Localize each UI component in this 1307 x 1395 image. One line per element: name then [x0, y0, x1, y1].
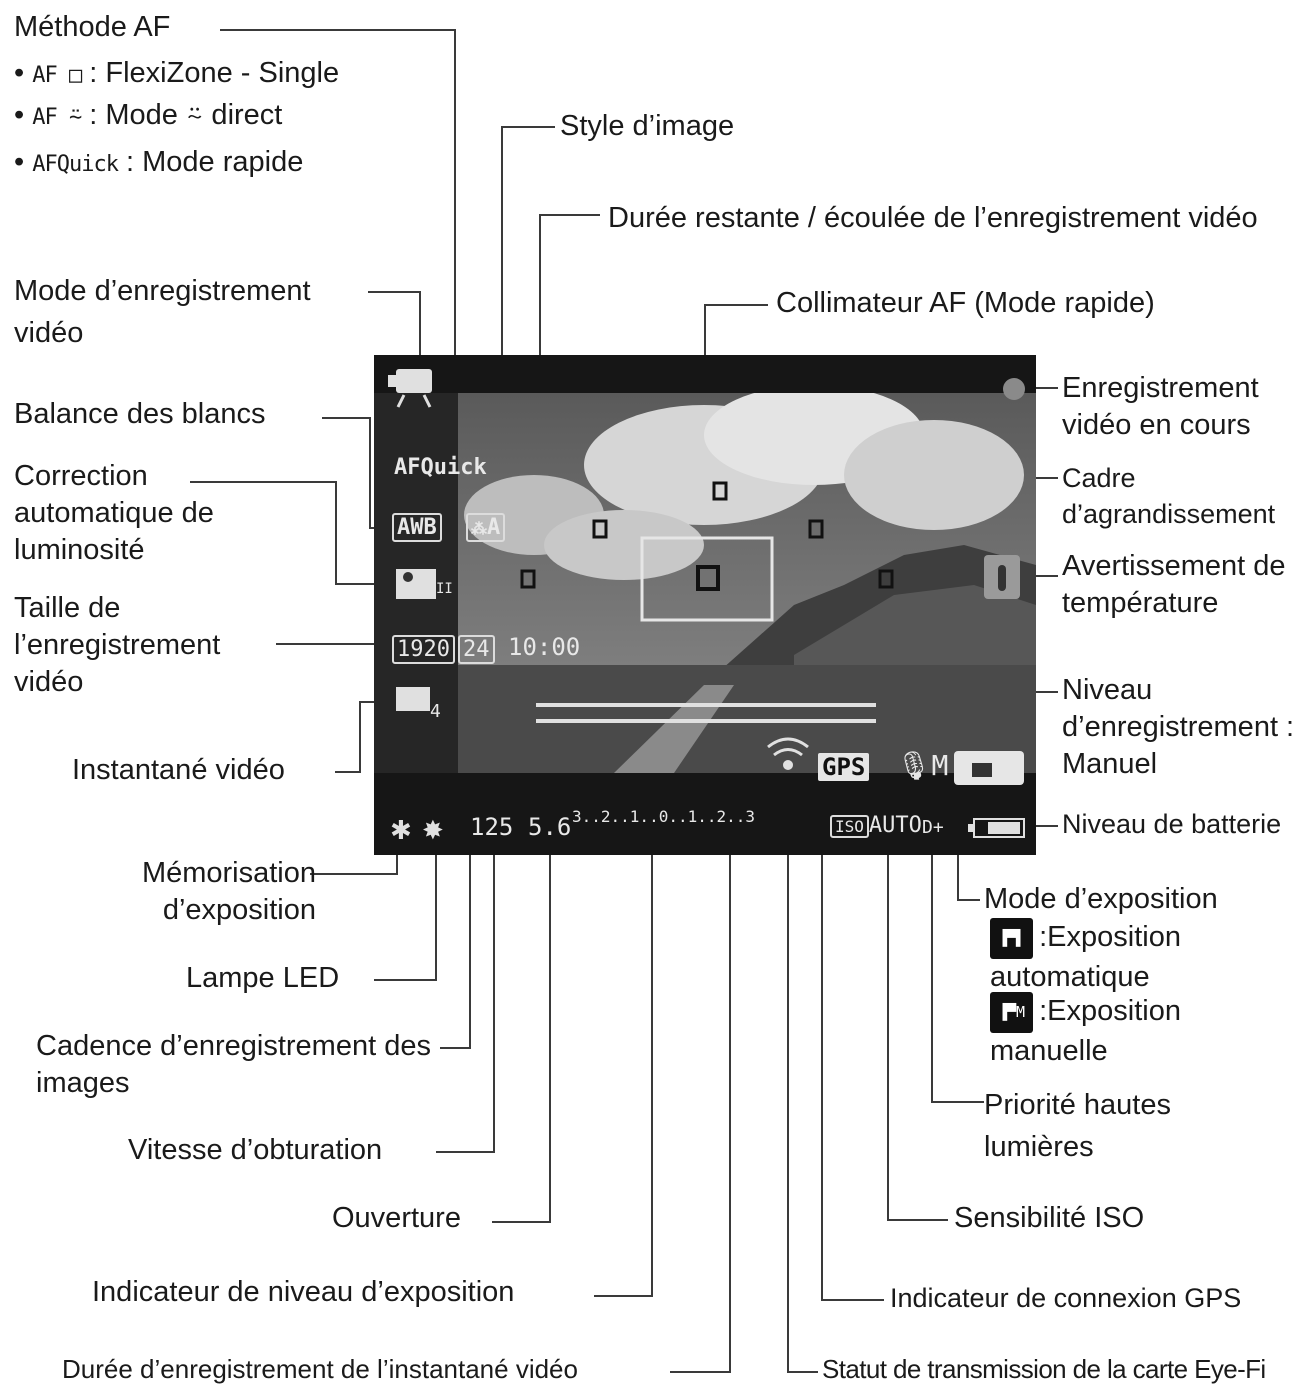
label-white-balance: Balance des blancs — [14, 398, 266, 430]
lcd-size: 1920 — [392, 635, 455, 664]
lcd-picture-style: ⁂A — [466, 513, 506, 542]
label-eyefi: Statut de transmission de la carte Eye-F… — [822, 1354, 1266, 1384]
label-exposure-manual: ▐▀M:Exposition manuelle — [990, 992, 1290, 1070]
label-led: Lampe LED — [186, 962, 340, 994]
auto-exposure-icon: ▐▀▌ — [990, 918, 1034, 959]
lcd-aperture: 5.6 — [528, 813, 572, 841]
line-movie-mode — [368, 291, 421, 380]
label-remaining-time: Durée restante / écoulée de l’enregistre… — [608, 202, 1258, 234]
scene-image: ✱ ✸ — [374, 355, 1036, 855]
label-alo: Correction automatique de luminosité — [14, 460, 214, 566]
line-af-method — [220, 29, 456, 470]
lcd-fps: 24 — [458, 635, 495, 664]
lcd-mic: 🎙M — [896, 749, 948, 782]
lcd-shutter: 125 — [470, 813, 514, 841]
label-picture-style: Style d’image — [560, 110, 735, 142]
live-view-screen: ✱ ✸ AFQuick AWB ⁂A II 1920 24 10:00 4 GP… — [374, 355, 1036, 855]
label-af-item-3: • AFQuick : Mode rapide — [14, 146, 304, 178]
lcd-awb: AWB — [392, 513, 442, 542]
label-iso: Sensibilité ISO — [954, 1202, 1145, 1234]
lcd-alo-level: II — [436, 581, 453, 597]
line-led — [374, 840, 437, 981]
lcd-style-letter: A — [487, 515, 501, 540]
label-rec-size: Taille de l’enregistrement vidéo — [14, 592, 221, 698]
manual-exposure-icon: ▐▀M — [990, 992, 1034, 1033]
label-exposure-auto: ▐▀▌:Exposition automatique — [990, 918, 1290, 996]
line-gps — [821, 786, 884, 1301]
label-recording: Enregistrement vidéo en cours — [1062, 372, 1259, 441]
svg-text:✱: ✱ — [390, 816, 412, 846]
label-af-item-1: • AF □ : FlexiZone - Single — [14, 57, 340, 89]
label-exposure-mode: Mode d’exposition — [984, 883, 1218, 915]
label-ae-lock: Mémorisation d’exposition — [141, 857, 316, 926]
label-aperture: Ouverture — [332, 1202, 461, 1234]
label-highlight: Priorité hautes lumières — [984, 1089, 1171, 1163]
lcd-highlight: D+ — [922, 817, 944, 838]
lcd-time: 10:00 — [508, 633, 581, 661]
line-aperture — [492, 840, 551, 1223]
af-flexizone-icon: AF □ — [32, 63, 82, 88]
mic-icon: 🎙 — [896, 749, 932, 782]
label-magnify: Cadre d’agrandissement — [1062, 463, 1276, 529]
label-snapshot-dur: Durée d’enregistrement de l’instantané v… — [62, 1354, 578, 1384]
iso-icon: ISO — [830, 815, 869, 838]
lcd-afquick: AFQuick — [394, 455, 487, 480]
line-alo — [190, 481, 398, 585]
label-af-item-2: • AF ⍨ : Mode ⍨ direct — [14, 99, 283, 131]
line-shutter — [436, 840, 495, 1153]
line-eyefi — [787, 784, 818, 1373]
label-shutter: Vitesse d’obturation — [128, 1134, 383, 1166]
label-af-point: Collimateur AF (Mode rapide) — [776, 287, 1155, 319]
line-iso — [887, 840, 948, 1221]
lcd-snapshot-count: 4 — [430, 701, 441, 722]
lcd-iso-value: AUTO — [868, 813, 922, 838]
lcd-mic-mode: M — [931, 749, 949, 782]
line-exp-level — [594, 838, 653, 1297]
label-exp-level: Indicateur de niveau d’exposition — [92, 1276, 515, 1308]
label-frame-rate: Cadence d’enregistrement des images — [36, 1030, 431, 1099]
label-gps: Indicateur de connexion GPS — [890, 1283, 1242, 1313]
lcd-exposure-scale: 3..2..1..0..1..2..3 — [572, 807, 756, 826]
af-quick-icon: AFQuick — [32, 152, 119, 177]
lcd-gps: GPS — [818, 753, 870, 781]
line-snapshot-dur — [670, 722, 731, 1373]
label-movie-mode: Mode d’enregistrement vidéo — [14, 275, 311, 349]
svg-text:✸: ✸ — [422, 816, 444, 846]
label-battery: Niveau de batterie — [1062, 809, 1282, 839]
label-rec-level: Niveau d’enregistrement : Manuel — [1062, 674, 1295, 780]
af-face-icon: AF ⍨ — [32, 105, 82, 130]
label-temp: Avertissement de température — [1062, 550, 1286, 619]
label-af-method: Méthode AF — [14, 11, 171, 43]
label-snapshot: Instantané vidéo — [72, 754, 285, 786]
line-highlight — [931, 840, 984, 1103]
